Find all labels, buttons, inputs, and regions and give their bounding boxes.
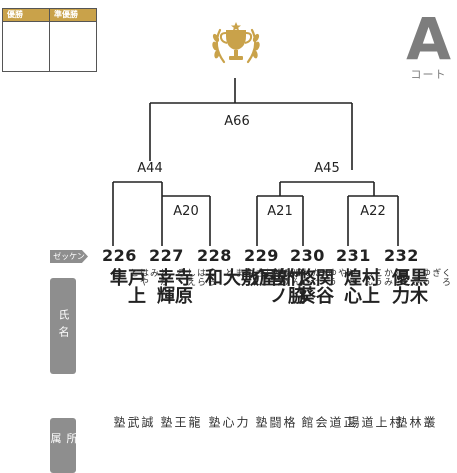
winner-legend-box: 優勝 準優勝 — [2, 8, 97, 72]
org-row-label: 所属 — [49, 418, 78, 473]
match-a66-label: A66 — [222, 114, 252, 129]
player-name: 黒木 優力 — [389, 268, 428, 322]
match-a44-label: A44 — [135, 161, 165, 176]
court-caption: コート — [410, 68, 447, 81]
player-name: 竹脇 善ノ介 — [249, 268, 306, 322]
zekken-number: 226 — [102, 246, 137, 265]
player-org: 格闘塾 — [254, 416, 296, 428]
zekken-number: 231 — [336, 246, 371, 265]
player-org: 力心塾 — [207, 416, 249, 428]
zekken-number: 227 — [149, 246, 184, 265]
winner-label: 優勝 — [3, 9, 49, 22]
zekken-number: 228 — [197, 246, 232, 265]
player-name: 村上 煌心 — [341, 268, 380, 322]
player-org: 龍王塾 — [159, 416, 201, 428]
player-furigana: むらかみ こうしん — [362, 268, 402, 295]
player-name: 戸上 隼 — [107, 268, 146, 322]
name-row-label: 氏名 — [50, 278, 76, 374]
player-org: 叢林塾 — [394, 416, 436, 428]
zekken-number: 232 — [384, 246, 419, 265]
player-org: 誠武塾 — [112, 416, 154, 428]
player-name: 関谷 悠葵 — [295, 268, 334, 322]
player-furigana: くろぎ ゆうりき — [410, 268, 450, 286]
player-org: 村上道場 — [346, 416, 402, 428]
court-letter: A — [406, 5, 451, 73]
player-furigana: ほかやしきやまと — [223, 268, 303, 277]
match-a21-label: A21 — [265, 204, 295, 219]
zekken-number: 230 — [290, 246, 325, 265]
player-furigana: せきや ゆうひ — [316, 268, 356, 286]
player-name: 外屋敷大和 — [202, 268, 295, 286]
runner-up-label: 準優勝 — [50, 9, 96, 22]
player-name: 寺原 幸輝 — [154, 268, 193, 322]
match-a45-label: A45 — [312, 161, 342, 176]
org-row-text: 所属 — [49, 431, 78, 449]
zekken-label: ゼッケン — [50, 250, 88, 263]
player-furigana: とがみ はやと — [128, 268, 168, 286]
trophy-icon — [212, 22, 260, 64]
runner-up-column: 準優勝 — [50, 9, 96, 71]
court-label: A コート — [406, 10, 451, 82]
zekken-number: 229 — [244, 246, 279, 265]
player-furigana: てらはら しえる — [175, 268, 215, 295]
winner-column: 優勝 — [3, 9, 50, 71]
player-org: 正道会館 — [300, 416, 356, 428]
name-row-text: 氏名 — [57, 309, 70, 343]
match-a20-label: A20 — [171, 204, 201, 219]
match-a22-label: A22 — [358, 204, 388, 219]
